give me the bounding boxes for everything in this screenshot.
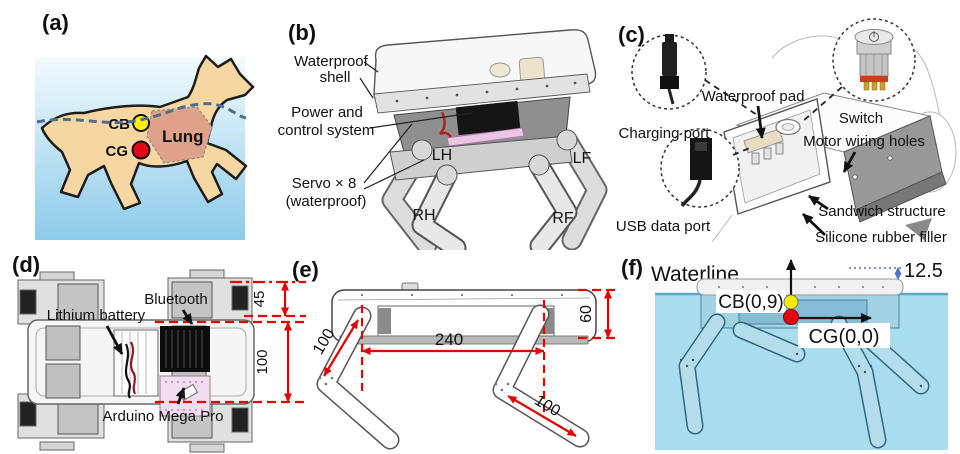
label-leg-rh: RH xyxy=(412,207,435,224)
label-motor-wiring-holes: Motor wiring holes xyxy=(803,133,925,150)
servo-block xyxy=(45,363,81,399)
label-servo-2: (waterproof) xyxy=(286,193,367,210)
robot-body-shell xyxy=(373,29,597,181)
power-icon xyxy=(869,31,879,42)
lung-region: Lung xyxy=(146,106,213,164)
label-servo-1: Servo × 8 xyxy=(292,175,357,192)
cg-annotation: CG(0,0) xyxy=(783,309,890,348)
label-leg-lh: LH xyxy=(432,147,452,164)
arduino-pins xyxy=(165,381,203,411)
lung-label: Lung xyxy=(162,127,204,146)
battery-wire-red xyxy=(129,341,137,395)
panel-e-tag: (e) xyxy=(292,257,319,282)
label-bluetooth: Bluetooth xyxy=(144,291,207,308)
battery-box xyxy=(455,100,521,136)
wiring-hole xyxy=(852,174,858,180)
dim-240-value: 240 xyxy=(435,330,463,349)
label-leg-rf: RF xyxy=(552,210,574,227)
dim-lower-leg-100 xyxy=(507,395,577,437)
wiring-hole xyxy=(887,155,893,161)
label-waterproof-shell-1: Waterproof xyxy=(294,53,368,70)
battery-wire-black xyxy=(124,343,131,399)
charging-plug xyxy=(662,42,677,76)
label-usb-data-port: USB data port xyxy=(616,218,711,235)
cg-marker: CG xyxy=(106,140,151,160)
label-lithium-battery: Lithium battery xyxy=(47,307,146,324)
panel-a-swimming-dog: (a) Lung CB CG xyxy=(35,10,255,240)
panel-f-tag: (f) xyxy=(621,255,643,280)
label-silicone-rubber-filler: Silicone rubber filler xyxy=(815,229,947,246)
power-wires xyxy=(439,111,454,143)
joint-screws xyxy=(318,376,510,392)
black-arrows xyxy=(105,309,194,405)
panel-f-waterline: (f) Waterline xyxy=(621,255,948,450)
freeboard-dim: 12.5 xyxy=(849,260,943,282)
dim-100-value: 100 xyxy=(254,349,271,374)
mid-band xyxy=(373,73,591,114)
label-waterproof-shell-2: shell xyxy=(320,69,351,86)
dim-45-value: 45 xyxy=(251,291,268,308)
panel-b-tag: (b) xyxy=(288,20,316,45)
leg-joints xyxy=(411,129,578,186)
bottom-flange xyxy=(855,171,947,223)
black-arrows xyxy=(755,105,857,237)
battery-bay xyxy=(113,329,159,397)
panel-c-tag: (c) xyxy=(618,22,645,47)
open-box xyxy=(723,92,947,223)
shell-screws xyxy=(395,81,577,103)
label-arduino: Arduino Mega Pro xyxy=(103,408,224,425)
dim-upper-leg-100 xyxy=(323,319,359,377)
label-switch: Switch xyxy=(839,110,883,127)
usb-port-callout xyxy=(660,128,740,208)
freeboard-value: 12.5 xyxy=(904,260,943,282)
cg-coord-label: CG(0,0) xyxy=(808,326,879,348)
leg-screws xyxy=(679,352,923,388)
switch-callout xyxy=(832,18,916,102)
lid-button xyxy=(489,62,511,78)
panel-d-top-view: (d) xyxy=(12,252,308,453)
panel-e-side-dimensions: (e) 100 240 100 xyxy=(292,257,620,450)
label-power-1: Power and xyxy=(291,104,363,121)
pcb-strip xyxy=(446,127,525,147)
chassis xyxy=(27,319,255,417)
panel-b-leaders xyxy=(359,61,473,190)
cg-dot xyxy=(783,309,799,325)
label-sandwich-structure: Sandwich structure xyxy=(818,203,946,220)
label-power-2: control system xyxy=(278,122,375,139)
cg-dot xyxy=(131,140,151,160)
side-body xyxy=(331,282,597,345)
waterline-dashed xyxy=(36,102,247,125)
dim-60-value: 60 xyxy=(578,305,595,323)
dim-60 xyxy=(578,288,620,340)
switch-red-band xyxy=(860,76,888,82)
cb-coord-label: CB(0,9) xyxy=(718,292,783,313)
body-screws xyxy=(360,293,564,297)
lower-tray xyxy=(389,135,573,181)
dashed-leaders xyxy=(704,79,843,156)
panel-b-robot-3d: (b) Wate xyxy=(278,20,608,250)
label-leg-lf: LF xyxy=(573,150,592,167)
label-waterproof-pad: Waterproof pad xyxy=(702,88,805,105)
shadow-wedge xyxy=(905,218,932,240)
cb-annotation: CB(0,9) xyxy=(716,290,799,313)
dim-100 xyxy=(155,320,308,404)
cg-label: CG xyxy=(106,143,129,160)
dim-45 xyxy=(230,280,306,318)
cb-marker: CB xyxy=(108,114,150,133)
panel-c-sealing-details: (c) xyxy=(616,18,957,246)
cb-dot xyxy=(783,294,799,310)
cb-label: CB xyxy=(108,116,130,133)
charging-port-callout xyxy=(631,34,707,110)
panel-d-tag: (d) xyxy=(12,252,40,277)
label-charging-port: Charging port xyxy=(619,125,711,142)
panel-a-tag: (a) xyxy=(42,10,69,35)
servo-block xyxy=(45,325,81,361)
